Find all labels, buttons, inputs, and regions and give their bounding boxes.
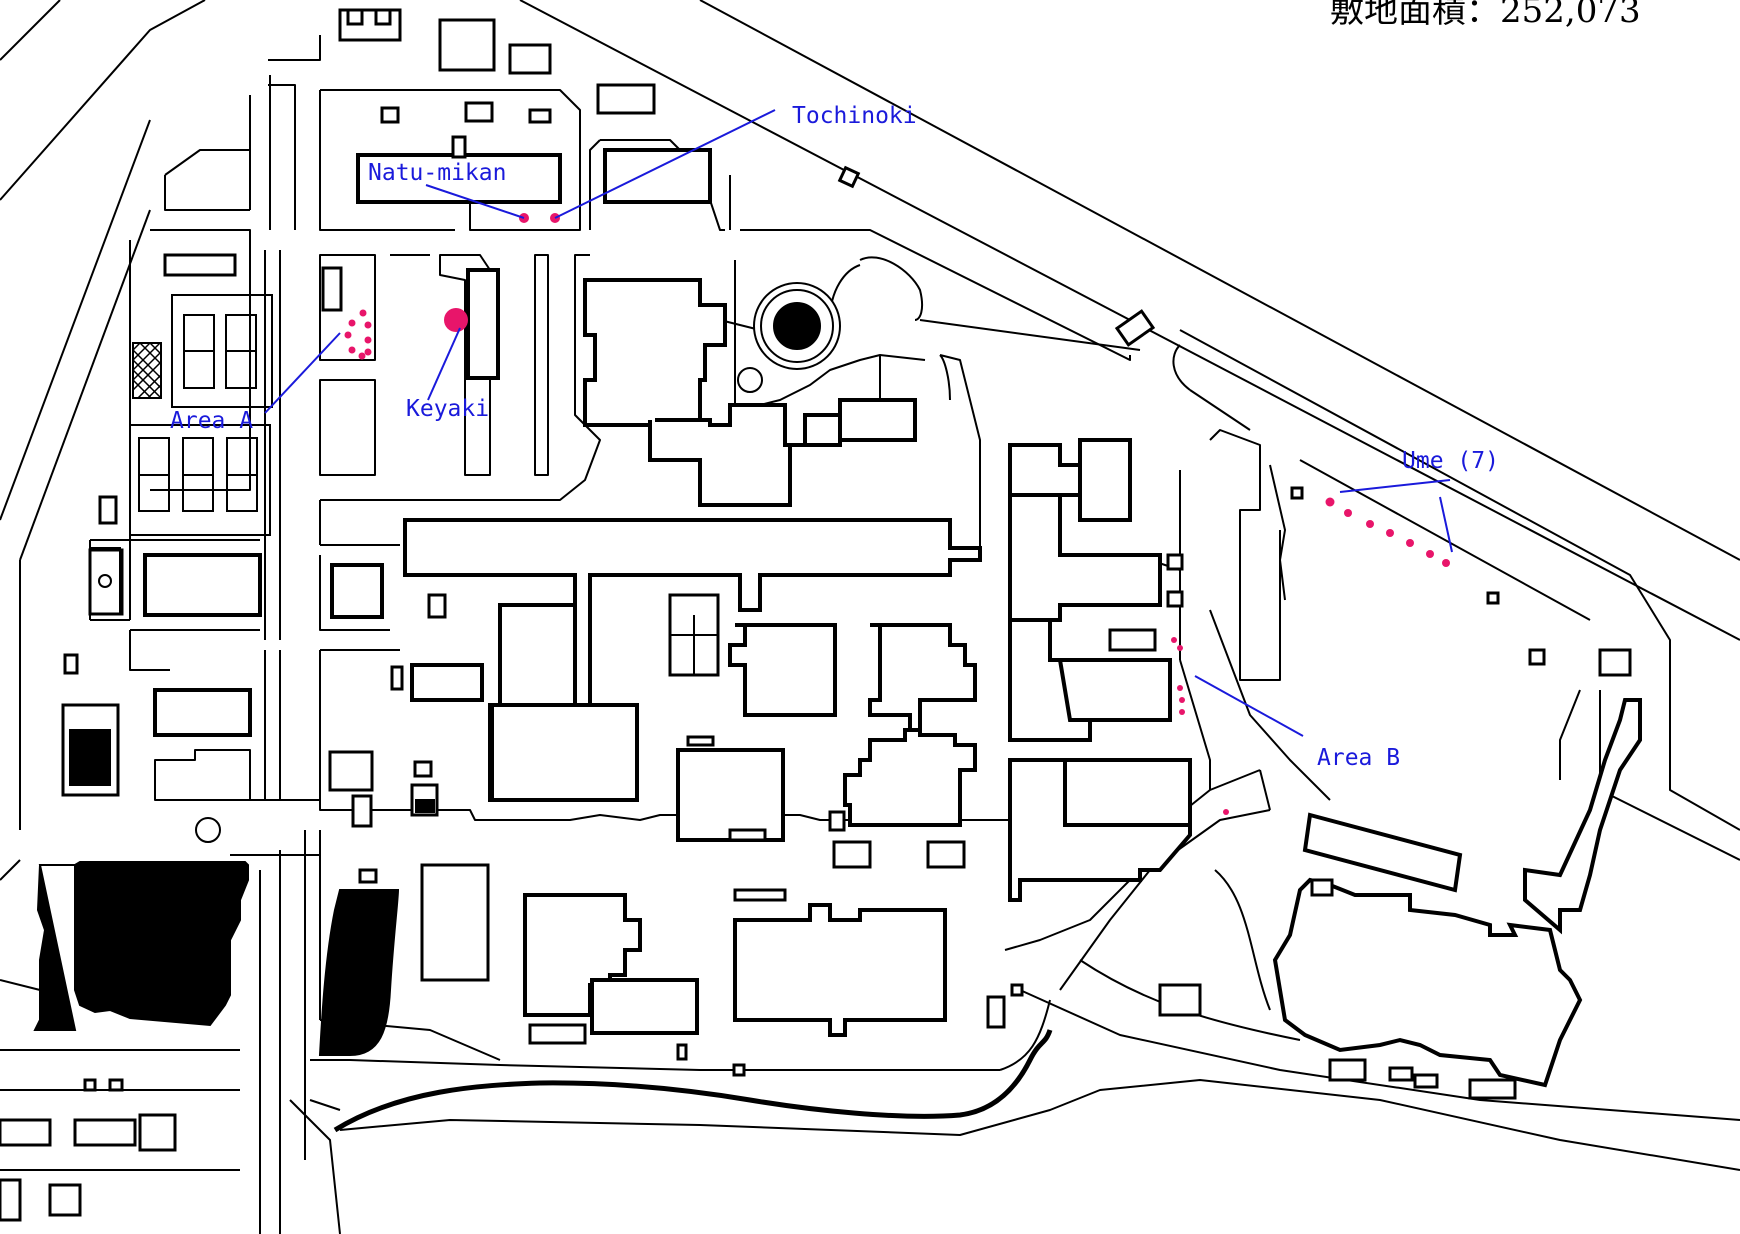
- keyaki-tree-icon: [444, 308, 468, 332]
- site-area-title: 敷地面積：252,073: [1330, 0, 1641, 31]
- leader-lines: [264, 109, 1453, 737]
- label-keyaki: Keyaki: [406, 396, 489, 422]
- label-area-b: Area B: [1317, 745, 1400, 771]
- sports-courts: [89, 294, 273, 615]
- map-labels: Tochinoki Natu-mikan Area A Keyaki Ume (…: [170, 103, 1499, 771]
- west-pond: [33, 861, 249, 1031]
- buildings: [0, 8, 1642, 1222]
- label-ume: Ume (7): [1402, 448, 1499, 474]
- label-natu-mikan: Natu-mikan: [368, 160, 506, 186]
- label-tochinoki: Tochinoki: [792, 103, 917, 129]
- stream-line: [333, 1029, 1053, 1133]
- central-tower-dome: [773, 302, 821, 350]
- central-pond: [318, 889, 400, 1056]
- label-area-a: Area A: [170, 408, 253, 434]
